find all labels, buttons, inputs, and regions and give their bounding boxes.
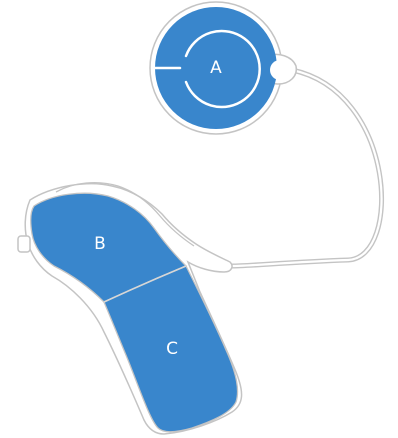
coil-notch: [270, 60, 290, 80]
processor-lower-label: C: [166, 339, 178, 359]
side-button-icon: [17, 235, 31, 253]
processor-seam: [103, 265, 187, 303]
connecting-cable-core: [230, 68, 383, 268]
processor-top-ridge: [55, 182, 195, 247]
processor-upper-label: B: [94, 234, 106, 254]
coil-inner-ring: [184, 29, 261, 109]
coil-part: [149, 1, 298, 135]
processor-lower-part: [103, 265, 239, 433]
coil-label: A: [210, 58, 222, 78]
